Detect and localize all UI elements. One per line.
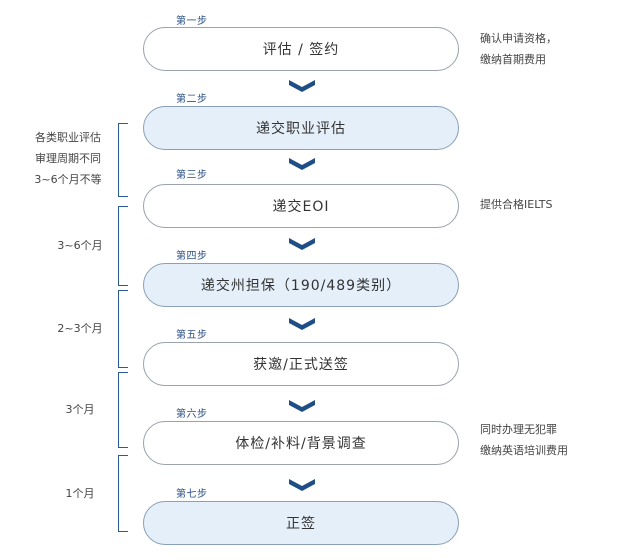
note-line: 确认申请资格， — [480, 32, 557, 45]
duration-invitation: 3个月 — [65, 403, 95, 416]
duration-grant: 1个月 — [65, 487, 95, 500]
step-4-label: 第四步 — [176, 251, 208, 262]
duration-eoi: 3~6个月 — [57, 239, 103, 252]
step-6-label: 第六步 — [176, 409, 208, 420]
step-2-box: 递交职业评估 — [143, 106, 459, 150]
duration-bracket — [118, 290, 128, 368]
duration-line: 3~6个月不等 — [34, 173, 102, 186]
step-1-label: 第一步 — [176, 16, 208, 27]
note-line: 缴纳英语培训费用 — [480, 444, 568, 457]
step-2-label: 第二步 — [176, 94, 208, 105]
duration-assessment: 各类职业评估 审理周期不同 3~6个月不等 — [20, 127, 116, 190]
chevron-down-icon — [289, 400, 315, 412]
note-ielts: 提供合格IELTS — [480, 194, 553, 215]
duration-line: 各类职业评估 — [35, 131, 101, 144]
step-1-box: 评估 / 签约 — [143, 27, 459, 71]
note-line: 同时办理无犯罪 — [480, 423, 557, 436]
chevron-down-icon — [289, 80, 315, 92]
chevron-down-icon — [289, 158, 315, 170]
step-5-label: 第五步 — [176, 330, 208, 341]
step-7-box: 正签 — [143, 501, 459, 545]
duration-line: 审理周期不同 — [35, 152, 101, 165]
chevron-down-icon — [289, 238, 315, 250]
step-3-label: 第三步 — [176, 170, 208, 181]
step-4-box: 递交州担保（190/489类别） — [143, 263, 459, 307]
note-line: 提供合格IELTS — [480, 198, 553, 211]
note-background: 同时办理无犯罪 缴纳英语培训费用 — [480, 419, 568, 461]
step-7-label: 第七步 — [176, 489, 208, 500]
note-line: 缴纳首期费用 — [480, 53, 546, 66]
chevron-down-icon — [289, 479, 315, 491]
step-5-box: 获邀/正式送签 — [143, 342, 459, 386]
step-6-box: 体检/补料/背景调查 — [143, 421, 459, 465]
duration-sponsorship: 2~3个月 — [57, 322, 103, 335]
step-3-box: 递交EOI — [143, 184, 459, 228]
duration-bracket — [118, 372, 128, 448]
duration-bracket — [118, 206, 128, 286]
chevron-down-icon — [289, 318, 315, 330]
duration-bracket — [118, 455, 128, 532]
note-eligibility: 确认申请资格， 缴纳首期费用 — [480, 28, 557, 70]
duration-bracket — [118, 123, 128, 197]
